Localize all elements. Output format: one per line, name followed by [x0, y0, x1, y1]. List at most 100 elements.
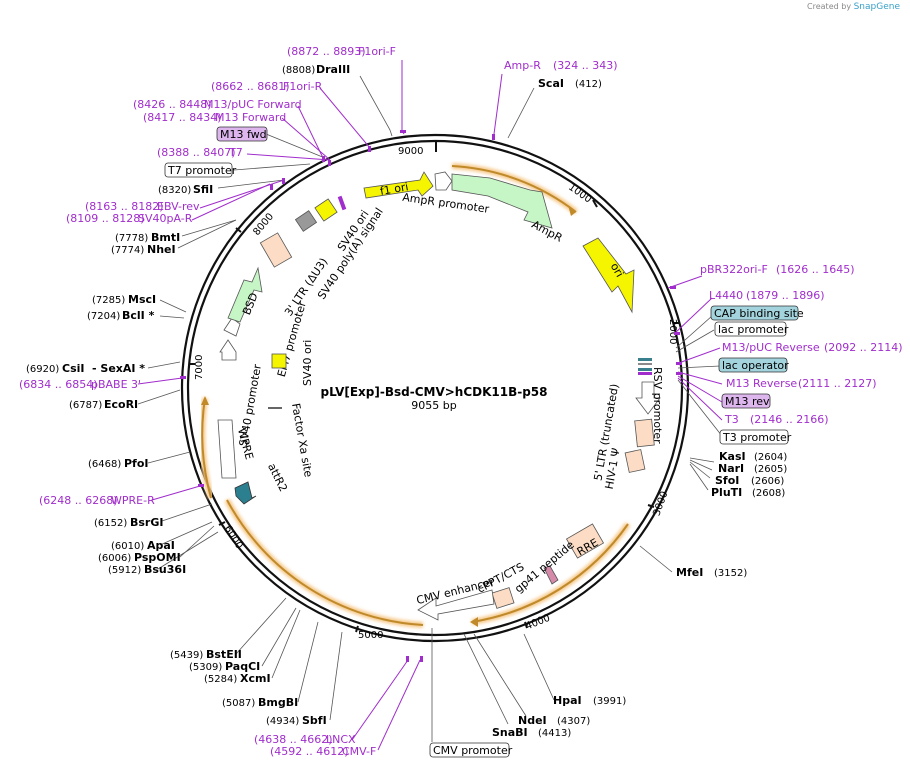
primer-amp-r: Amp-R — [504, 59, 541, 72]
rre-box — [565, 523, 605, 559]
primer-range-lncx: (4638 .. 4662) — [254, 733, 333, 746]
plasmid-size: 9055 bp — [411, 399, 456, 412]
primer-range-f1ori-r: (8662 .. 8681) — [211, 80, 290, 93]
ori-arrow — [582, 237, 635, 314]
primer-pbr322ori-f: pBR322ori-F — [700, 263, 768, 276]
enzyme-sbfi: SbfI — [302, 714, 327, 727]
f1-ori-arrow — [363, 171, 434, 199]
primer-cmv-f: CMV-F — [342, 745, 376, 758]
enzyme-pos-bcli: (7204) — [87, 311, 120, 322]
enzyme-ecori: EcoRI — [104, 398, 138, 411]
enzyme-ndei: NdeI — [518, 714, 547, 727]
leader-lines — [137, 60, 723, 751]
ampr-promoter-arrow — [434, 171, 453, 191]
cds-arcs — [199, 163, 631, 628]
primer-lncx: LNCX — [326, 733, 356, 746]
enzyme-sexai: - SexAI * — [92, 362, 145, 375]
sv40-ori-mid-label: SV40 ori — [301, 340, 314, 386]
box-t3-promoter: T3 promoter — [722, 431, 792, 444]
primer-labels: (8872 .. 8893) F1ori-F (8662 .. 8681) F1… — [19, 45, 903, 758]
primer-markers — [180, 130, 682, 662]
sv40-promoter-label: SV40 promoter — [237, 363, 264, 448]
enzyme-pos-pluti: (2608) — [752, 488, 785, 499]
box-m13-fwd: M13 fwd — [220, 128, 267, 141]
primer-range-ebv-rev: (8163 .. 8182) — [85, 200, 164, 213]
enzyme-scai: ScaI — [538, 77, 564, 90]
enzyme-mfei: MfeI — [676, 566, 703, 579]
enzyme-pos-ndei: (4307) — [557, 716, 590, 727]
ltr3-box — [259, 232, 293, 268]
enzyme-nhei: NheI — [147, 243, 176, 256]
enzyme-pos-xcmi: (5284) — [204, 674, 237, 685]
primer-m13puc-rev: M13/pUC Reverse — [722, 341, 820, 354]
enzyme-pos-nari: (2605) — [754, 464, 787, 475]
center-title: pLV[Exp]-Bsd-CMV>hCDK11B-p58 9055 bp — [320, 385, 547, 412]
box-lac-operator: lac operator — [722, 359, 789, 372]
primer-f1ori-r: F1ori-R — [283, 80, 323, 93]
enzymes-left: (8808) DraIII (8320) SfiI (7778) BmtI (7… — [26, 63, 350, 727]
sv40-ori-top-box — [314, 198, 338, 222]
enzyme-bsrgi: BsrGI — [130, 516, 163, 529]
enzyme-pos-csii: (6920) — [26, 364, 59, 375]
box-t7-promoter: T7 promoter — [167, 164, 237, 177]
bsd-arrow — [227, 266, 263, 323]
box-cmv-promoter: CMV promoter — [433, 744, 513, 757]
enzyme-pos-bmti: (7778) — [115, 233, 148, 244]
enzyme-bsteii: BstEII — [206, 648, 242, 661]
enzyme-pos-hpai: (3991) — [593, 696, 626, 707]
primer-range-f1ori-f: (8872 .. 8893) — [287, 45, 366, 58]
boxed-labels: M13 fwd T7 promoter CAP binding site lac… — [164, 126, 804, 758]
enzyme-pos-bsteii: (5439) — [170, 650, 203, 661]
ampr-arrow — [451, 173, 553, 229]
factorxa-label: Factor Xa site — [289, 402, 315, 478]
primer-m13puc-fwd: M13/pUC Forward — [204, 98, 302, 111]
primer-ebv-rev: EBV-rev — [157, 200, 200, 213]
primer-m13-rev: M13 Reverse — [726, 377, 797, 390]
enzyme-pos-draiii: (8808) — [282, 65, 315, 76]
enzyme-pspomi: PspOMI — [134, 551, 181, 564]
primer-range-m13puc-fwd: (8426 .. 8448) — [133, 98, 212, 111]
tick-label-9000: 9000 — [398, 146, 423, 157]
box-cap-binding: CAP binding site — [714, 307, 804, 320]
enzyme-pos-sbfi: (4934) — [266, 716, 299, 727]
primer-range-amp-r: (324 .. 343) — [553, 59, 618, 72]
primer-m13-fwd: M13 Forward — [215, 111, 286, 124]
primer-range-m13-fwd: (8417 .. 8434) — [143, 111, 222, 124]
enzyme-pos-bsrgi: (6152) — [94, 518, 127, 529]
sv40pa-box — [294, 210, 318, 232]
wpre-arrow — [217, 419, 237, 479]
enzyme-sfii: SfiI — [193, 183, 213, 196]
primer-sv40pa-r: SV40pA-R — [138, 212, 193, 225]
snapgene-logo: SnapGene — [853, 2, 900, 12]
enzyme-pos-scai: (412) — [575, 79, 602, 90]
enzyme-bmti: BmtI — [151, 231, 180, 244]
lac-stripe-1 — [638, 358, 652, 361]
sv40-ori-mid-box — [271, 353, 287, 369]
lac-stripe-2 — [638, 363, 652, 365]
hiv-psi-box — [624, 449, 646, 473]
primer-range-sv40pa-r: (8109 .. 8128) — [66, 212, 145, 225]
tick-label-1000: 1000 — [566, 182, 593, 206]
enzyme-pos-bmgbi: (5087) — [222, 698, 255, 709]
box-m13-rev: M13 rev — [725, 395, 770, 408]
enzyme-paqci: PaqCI — [225, 660, 260, 673]
enzyme-pos-mfei: (3152) — [714, 568, 747, 579]
primer-pbabe3: pBABE 3' — [91, 378, 141, 391]
enzyme-hpai: HpaI — [553, 694, 582, 707]
primer-range-t3: (2146 .. 2166) — [750, 413, 829, 426]
tick-label-2000: 2000 — [667, 319, 678, 344]
primer-t7: T7 — [228, 146, 243, 159]
plasmid-name: pLV[Exp]-Bsd-CMV>hCDK11B-p58 — [320, 385, 547, 399]
primer-t3: T3 — [724, 413, 739, 426]
enzyme-pos-snabi: (4413) — [538, 728, 571, 739]
enzyme-nari: NarI — [718, 462, 744, 475]
primer-range-pbabe3: (6834 .. 6854) — [19, 378, 98, 391]
enzyme-pos-bsu36i: (5912) — [108, 565, 141, 576]
enzyme-pos-sfoi: (2606) — [751, 476, 784, 487]
primer-wpre-r: WPRE-R — [111, 494, 155, 507]
enzyme-pluti: PluTI — [711, 486, 742, 499]
rsv-promoter-label: RSV promoter — [651, 367, 664, 444]
tick-label-8000: 8000 — [251, 211, 276, 238]
enzymes-right: ScaI (412) KasI (2604) NarI (2605) SfoI … — [492, 77, 787, 739]
